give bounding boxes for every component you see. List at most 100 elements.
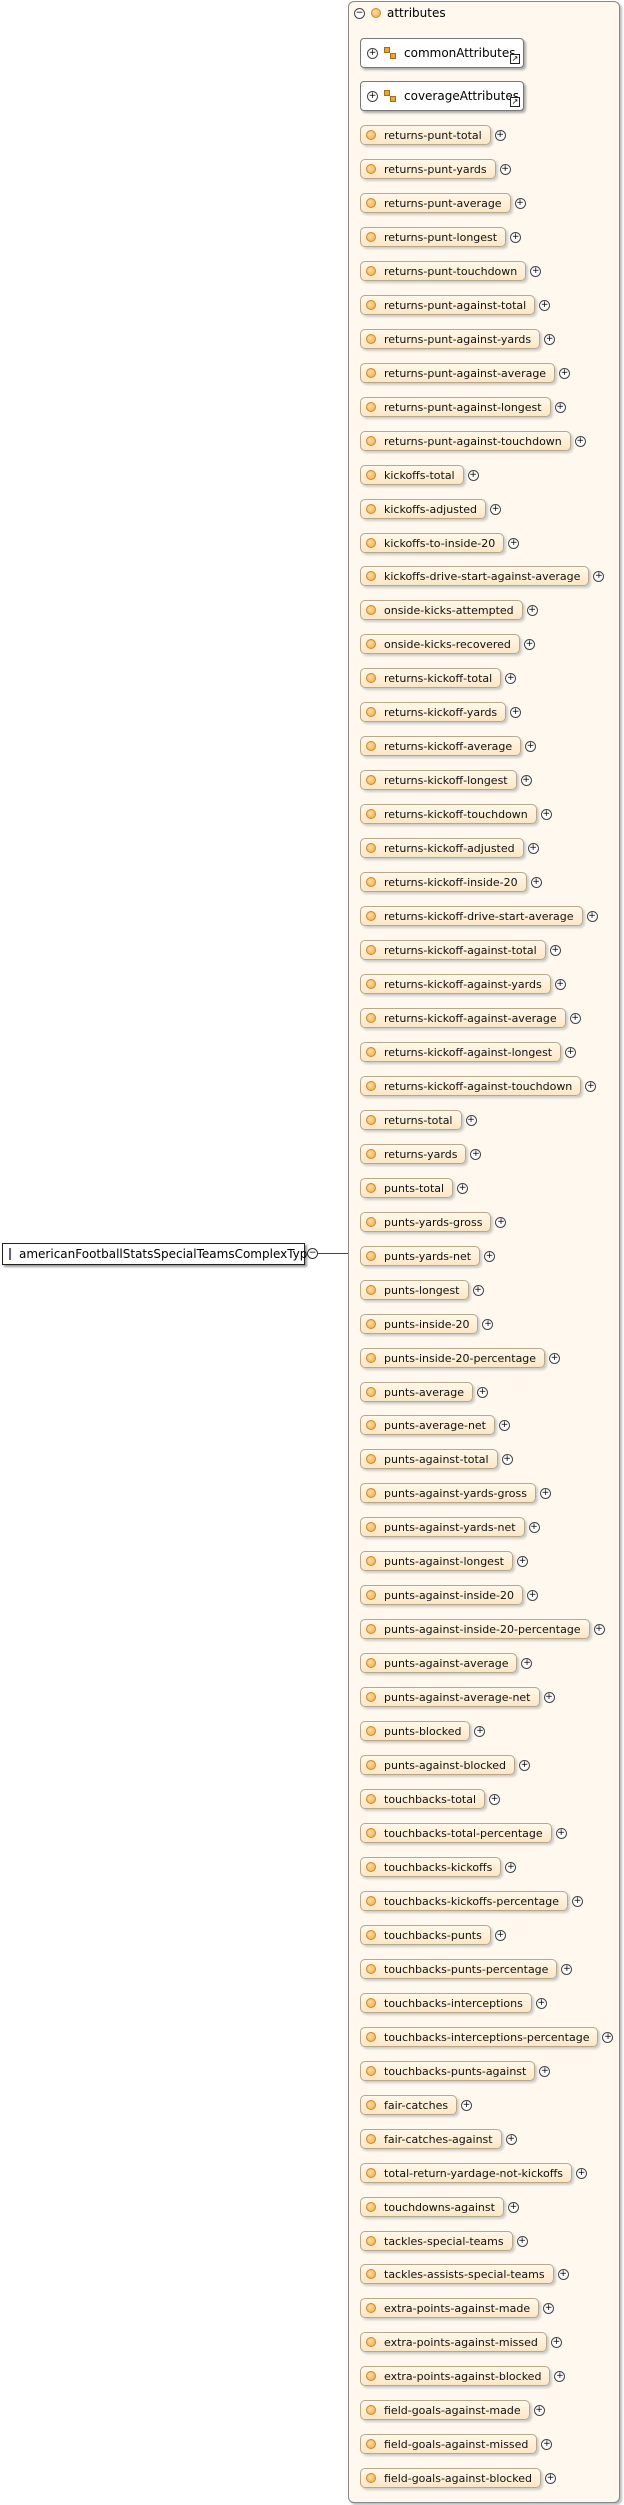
- attribute-row[interactable]: onside-kicks-attempted+: [360, 600, 538, 620]
- attribute-node[interactable]: returns-kickoff-average: [360, 736, 522, 756]
- expand-toggle-icon[interactable]: +: [554, 2370, 566, 2382]
- attribute-row[interactable]: punts-yards-net+: [360, 1246, 496, 1266]
- attribute-row[interactable]: returns-kickoff-against-total+: [360, 940, 561, 960]
- expand-toggle-icon[interactable]: +: [499, 1419, 510, 1431]
- expand-toggle-icon[interactable]: +: [533, 2404, 545, 2416]
- expand-toggle-icon[interactable]: +: [484, 1250, 496, 1262]
- attribute-row[interactable]: punts-longest+: [360, 1280, 484, 1300]
- attribute-node[interactable]: touchdowns-against: [360, 2197, 504, 2217]
- attribute-row[interactable]: touchbacks-interceptions+: [360, 1993, 547, 2013]
- expand-toggle-icon[interactable]: +: [489, 1793, 501, 1805]
- attribute-row[interactable]: fair-catches-against+: [360, 2129, 517, 2149]
- expand-toggle-icon[interactable]: +: [574, 435, 586, 447]
- attribute-node[interactable]: punts-against-inside-20: [360, 1585, 523, 1605]
- attribute-node[interactable]: returns-punt-against-yards: [360, 329, 541, 349]
- attribute-node[interactable]: total-return-yardage-not-kickoffs: [360, 2163, 573, 2183]
- attribute-node[interactable]: punts-inside-20-percentage: [360, 1348, 546, 1368]
- attribute-row[interactable]: returns-kickoff-total+: [360, 668, 517, 688]
- attribute-row[interactable]: kickoffs-drive-start-against-average+: [360, 566, 605, 586]
- expand-toggle-icon[interactable]: +: [494, 129, 506, 141]
- attribute-row[interactable]: returns-kickoff-against-yards+: [360, 974, 566, 994]
- expand-toggle-icon[interactable]: +: [559, 367, 571, 379]
- attribute-group-ref-common[interactable]: + commonAttributes ↗: [360, 38, 524, 68]
- expand-toggle-icon[interactable]: +: [593, 570, 605, 582]
- expand-toggle-icon[interactable]: +: [520, 774, 532, 786]
- attribute-node[interactable]: punts-longest: [360, 1280, 469, 1300]
- attribute-row[interactable]: touchbacks-kickoffs-percentage+: [360, 1891, 583, 1911]
- expand-toggle-icon[interactable]: +: [576, 2167, 588, 2179]
- attribute-row[interactable]: returns-kickoff-inside-20+: [360, 872, 542, 892]
- attribute-row[interactable]: returns-punt-longest+: [360, 227, 522, 247]
- complex-type-node[interactable]: americanFootballStatsSpecialTeamsComplex…: [2, 1243, 315, 1265]
- expand-toggle-icon[interactable]: +: [474, 1725, 486, 1737]
- expand-toggle-icon[interactable]: +: [476, 1386, 488, 1398]
- attribute-node[interactable]: returns-kickoff-against-yards: [360, 974, 551, 994]
- attribute-node[interactable]: tackles-special-teams: [360, 2231, 513, 2251]
- attribute-row[interactable]: touchbacks-kickoffs+: [360, 1857, 517, 1877]
- expand-toggle-icon[interactable]: +: [495, 1216, 507, 1228]
- attribute-row[interactable]: touchbacks-interceptions-percentage+: [360, 2027, 614, 2047]
- attribute-node[interactable]: fair-catches: [360, 2095, 458, 2115]
- expand-toggle-icon[interactable]: +: [519, 1759, 530, 1771]
- expand-toggle-icon[interactable]: +: [505, 1861, 517, 1873]
- attribute-node[interactable]: returns-punt-total: [360, 125, 491, 145]
- expand-toggle-icon[interactable]: +: [467, 469, 479, 481]
- attribute-row[interactable]: tackles-assists-special-teams+: [360, 2264, 569, 2284]
- attribute-node[interactable]: returns-kickoff-touchdown: [360, 804, 537, 824]
- attribute-row[interactable]: punts-against-blocked+: [360, 1755, 530, 1775]
- attribute-row[interactable]: kickoffs-total+: [360, 465, 479, 485]
- attribute-node[interactable]: returns-kickoff-total: [360, 668, 502, 688]
- expand-toggle-icon[interactable]: +: [517, 1555, 528, 1567]
- expand-toggle-icon[interactable]: +: [507, 2201, 519, 2213]
- attribute-row[interactable]: tackles-special-teams+: [360, 2231, 528, 2251]
- expand-toggle-icon[interactable]: +: [557, 2268, 569, 2280]
- expand-toggle-icon[interactable]: +: [521, 1657, 533, 1669]
- attribute-row[interactable]: returns-yards+: [360, 1144, 482, 1164]
- expand-toggle-icon[interactable]: +: [549, 944, 561, 956]
- reference-link-icon[interactable]: ↗: [510, 97, 520, 107]
- attribute-row[interactable]: punts-against-inside-20+: [360, 1585, 538, 1605]
- expand-toggle-icon[interactable]: +: [554, 978, 566, 990]
- attribute-row[interactable]: field-goals-against-made+: [360, 2400, 545, 2420]
- attribute-row[interactable]: punts-against-average+: [360, 1653, 533, 1673]
- attribute-row[interactable]: fair-catches+: [360, 2095, 473, 2115]
- expand-toggle-icon[interactable]: +: [494, 1929, 506, 1941]
- attribute-row[interactable]: touchbacks-punts-against+: [360, 2061, 551, 2081]
- expand-toggle-icon[interactable]: +: [586, 910, 598, 922]
- attribute-node[interactable]: extra-points-against-missed: [360, 2332, 547, 2352]
- attribute-row[interactable]: returns-punt-average+: [360, 193, 526, 213]
- attribute-row[interactable]: punts-against-yards-net+: [360, 1517, 540, 1537]
- reference-link-icon[interactable]: ↗: [510, 54, 520, 64]
- attribute-node[interactable]: extra-points-against-made: [360, 2298, 540, 2318]
- attribute-row[interactable]: returns-punt-against-longest+: [360, 397, 566, 417]
- expand-toggle-icon[interactable]: +: [526, 1589, 538, 1601]
- attribute-node[interactable]: punts-yards-gross: [360, 1212, 492, 1232]
- attribute-row[interactable]: kickoffs-to-inside-20+: [360, 533, 520, 553]
- expand-toggle-icon[interactable]: +: [585, 1080, 597, 1092]
- expand-toggle-icon[interactable]: +: [569, 1012, 581, 1024]
- attribute-node[interactable]: onside-kicks-attempted: [360, 600, 523, 620]
- attributes-group-header[interactable]: − attributes: [350, 4, 446, 22]
- attribute-row[interactable]: returns-kickoff-longest+: [360, 770, 532, 790]
- attribute-row[interactable]: returns-kickoff-adjusted+: [360, 838, 539, 858]
- expand-toggle-icon[interactable]: +: [555, 1827, 567, 1839]
- attribute-node[interactable]: returns-kickoff-inside-20: [360, 872, 527, 892]
- attribute-row[interactable]: extra-points-against-made+: [360, 2298, 555, 2318]
- attribute-node[interactable]: punts-against-yards-gross: [360, 1483, 536, 1503]
- expand-toggle-icon[interactable]: +: [544, 2472, 556, 2484]
- attribute-row[interactable]: returns-punt-yards+: [360, 159, 511, 179]
- attribute-node[interactable]: punts-against-inside-20-percentage: [360, 1619, 590, 1639]
- attribute-row[interactable]: returns-punt-against-total+: [360, 295, 551, 315]
- collapse-toggle-icon[interactable]: −: [354, 7, 365, 19]
- attribute-node[interactable]: punts-average: [360, 1382, 473, 1402]
- expand-toggle-icon[interactable]: +: [593, 1623, 605, 1635]
- expand-toggle-icon[interactable]: +: [561, 1963, 573, 1975]
- attribute-node[interactable]: returns-punt-longest: [360, 227, 507, 247]
- attribute-node[interactable]: kickoffs-drive-start-against-average: [360, 566, 590, 586]
- expand-toggle-icon[interactable]: +: [490, 503, 502, 515]
- attribute-node[interactable]: returns-kickoff-adjusted: [360, 838, 524, 858]
- attribute-node[interactable]: touchbacks-punts: [360, 1925, 491, 1945]
- attribute-row[interactable]: punts-yards-gross+: [360, 1212, 507, 1232]
- attribute-row[interactable]: returns-punt-touchdown+: [360, 261, 542, 281]
- attribute-node[interactable]: returns-kickoff-against-total: [360, 940, 546, 960]
